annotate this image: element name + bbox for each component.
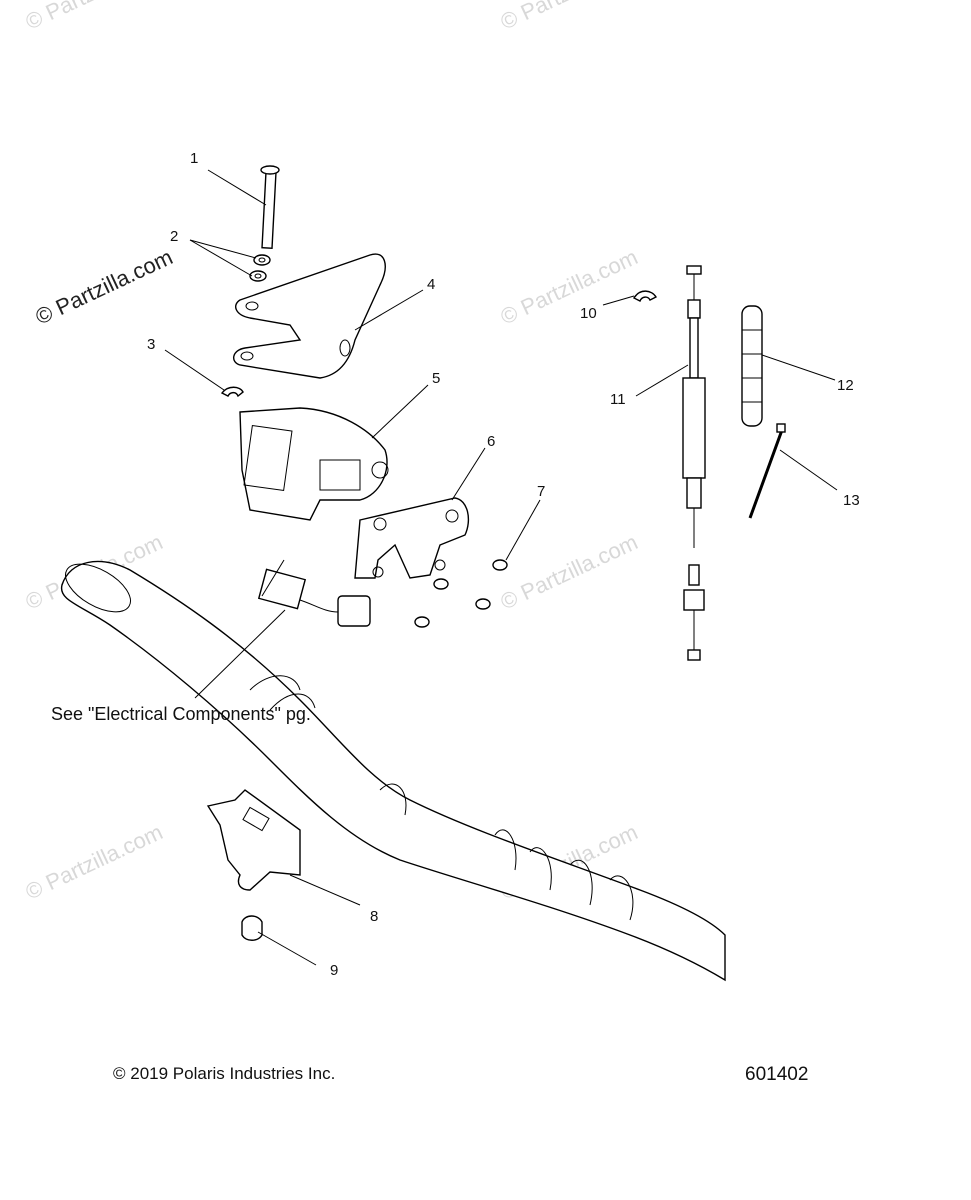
- callout-4: 4: [427, 276, 435, 293]
- callout-6: 6: [487, 433, 495, 450]
- part-8-switch: [206, 789, 301, 891]
- watermark: © Partzilla.com: [497, 244, 642, 329]
- part-3-clip: [220, 386, 244, 398]
- part-4-bracket: [233, 253, 386, 379]
- callout-1: 1: [190, 150, 198, 167]
- callout-8: 8: [370, 908, 378, 925]
- callout-labels: 1 2 3 4 5 6 7 8 9 10 11 12 13: [147, 150, 860, 979]
- callout-5: 5: [432, 370, 440, 387]
- watermark: © Partzilla.com: [32, 244, 177, 329]
- part-10-clip: [633, 290, 657, 302]
- watermark: © Partzilla.com: [22, 819, 167, 904]
- part-2-washers: [249, 254, 271, 282]
- callout-7: 7: [537, 483, 545, 500]
- callout-10: 10: [580, 305, 597, 322]
- watermark: © Partzilla.com: [497, 529, 642, 614]
- part-5-throttle-housing: [239, 407, 389, 521]
- watermark: © Partzilla.com: [497, 0, 642, 35]
- handlebar: [60, 560, 726, 982]
- leader-lines: [164, 169, 838, 966]
- callout-9: 9: [330, 962, 338, 979]
- part-6-cover: [354, 497, 470, 579]
- callout-2: 2: [170, 228, 178, 245]
- connector: [257, 568, 371, 627]
- watermark: © Partzilla.com: [22, 0, 167, 35]
- callout-12: 12: [837, 377, 854, 394]
- electrical-components-note: See "Electrical Components" pg.: [51, 704, 311, 724]
- part-13-tie-strap: [748, 423, 786, 519]
- part-9-boot: [241, 915, 263, 941]
- callout-11: 11: [610, 391, 626, 408]
- callout-3: 3: [147, 336, 155, 353]
- part-12-sleeve: [741, 305, 763, 427]
- part-11-cable: [682, 265, 706, 661]
- document-number: 601402: [745, 1064, 809, 1085]
- copyright-text: © 2019 Polaris Industries Inc.: [113, 1064, 336, 1083]
- callout-13: 13: [843, 492, 860, 509]
- part-1-pin: [260, 165, 280, 249]
- part-7-screws: [414, 559, 508, 628]
